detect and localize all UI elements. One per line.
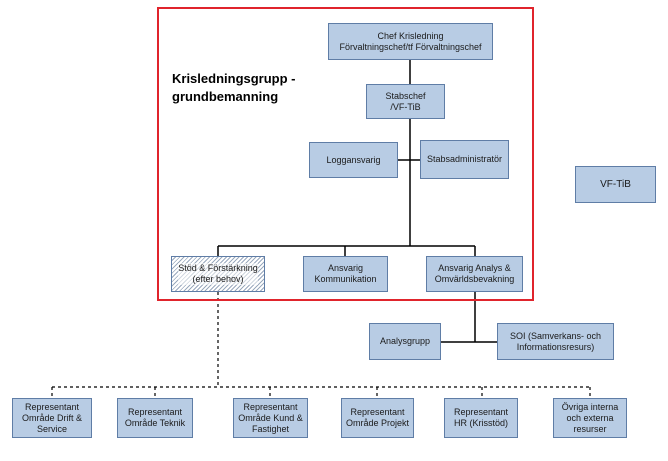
node-soi: SOI (Samverkans- och Informationsresurs)	[497, 323, 614, 360]
node-stod-forstarkning-label: Stöd & Förstärkning (efter behov)	[178, 263, 258, 285]
node-analysgrupp: Analysgrupp	[369, 323, 441, 360]
node-ansvarig-analys: Ansvarig Analys & Omvärldsbevakning	[426, 256, 523, 292]
node-loggansvarig: Loggansvarig	[309, 142, 398, 178]
node-representant-drift: Representant Område Drift & Service	[12, 398, 92, 438]
node-chef-krisledning: Chef Krisledning Förvaltningschef/tf För…	[328, 23, 493, 60]
node-stabschef: Stabschef /VF-TiB	[366, 84, 445, 119]
node-representant-projekt: Representant Område Projekt	[341, 398, 414, 438]
node-ovriga-resurser: Övriga interna och externa resurser	[553, 398, 627, 438]
crisis-group-label: Krisledningsgrupp - grundbemanning	[172, 71, 296, 104]
node-vf-tib: VF-TiB	[575, 166, 656, 203]
node-ansvarig-kommunikation: Ansvarig Kommunikation	[303, 256, 388, 292]
node-representant-kund: Representant Område Kund & Fastighet	[233, 398, 308, 438]
node-representant-teknik: Representant Område Teknik	[117, 398, 193, 438]
node-representant-hr: Representant HR (Krisstöd)	[444, 398, 518, 438]
node-stabsadministrator: Stabsadministratör	[420, 140, 509, 179]
node-stod-forstarkning: Stöd & Förstärkning (efter behov)	[171, 256, 265, 292]
crisis-group-frame	[157, 7, 534, 301]
